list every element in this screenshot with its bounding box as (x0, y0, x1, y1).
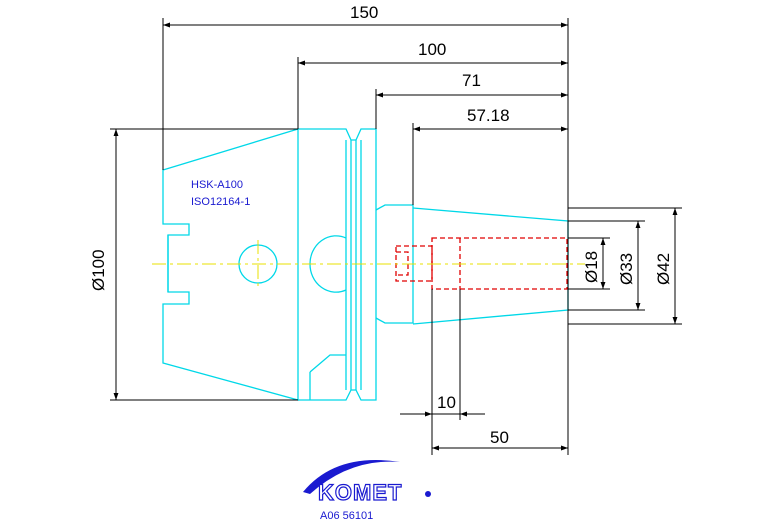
komet-logo: KOMET (303, 460, 431, 506)
dim-flange-diameter: Ø100 (89, 249, 108, 291)
dim-taper-length: 57.18 (467, 106, 510, 125)
dim-nose-diameter: Ø33 (617, 253, 636, 285)
dim-bore-diameter: Ø18 (582, 251, 601, 283)
spec-line-1: HSK-A100 (191, 179, 243, 191)
dim-bore-offset: 10 (437, 393, 456, 412)
brand-name: KOMET (318, 480, 402, 505)
dim-body-length: 100 (418, 40, 446, 59)
spec-line-2: ISO12164-1 (191, 196, 250, 208)
dimension-lines (113, 22, 678, 451)
extension-lines (110, 18, 682, 455)
part-number: A06 56101 (320, 510, 373, 522)
dim-taper-diameter: Ø42 (654, 253, 673, 285)
dim-extension-length: 71 (462, 71, 481, 90)
dim-bore-depth: 50 (490, 428, 509, 447)
dim-overall-length: 150 (350, 3, 378, 22)
